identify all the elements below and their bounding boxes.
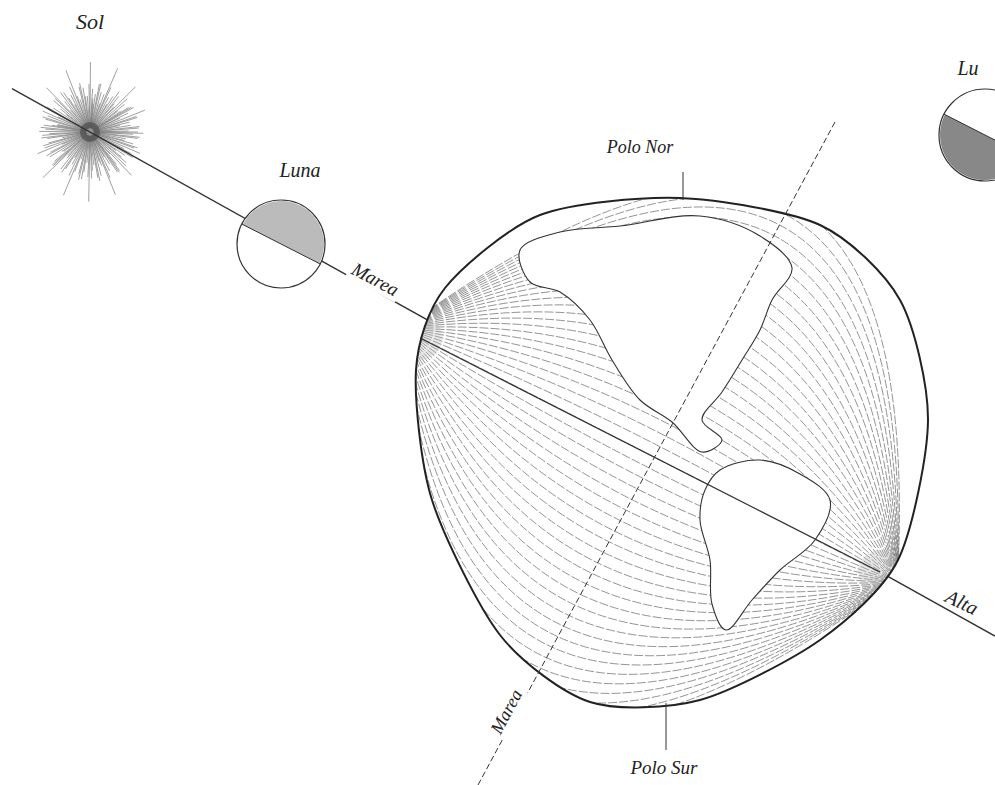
sun-ray (92, 68, 118, 128)
label: Alta (940, 584, 985, 621)
label: Sol (73, 10, 107, 34)
low-tide-axis (478, 122, 835, 785)
label: Lu (954, 57, 981, 79)
sun-ray (93, 107, 131, 130)
sun-rays (38, 62, 145, 202)
moon-shadow (243, 201, 324, 264)
label: Luna (276, 159, 323, 181)
moon-shadow (940, 115, 995, 180)
continent (700, 460, 831, 630)
sun-ray (94, 132, 143, 133)
label: Marea (345, 258, 404, 303)
sun-ray (45, 129, 86, 132)
label: Marea (486, 684, 529, 740)
continent (519, 216, 792, 452)
sun-ray (52, 135, 87, 165)
alignment-line (420, 338, 880, 572)
earth-hatching (401, 187, 900, 722)
sun-ray (93, 135, 132, 175)
sun-ray (43, 111, 87, 130)
moon-full (939, 89, 995, 181)
label: Polo Nor (604, 138, 677, 158)
sun-ray (94, 116, 137, 130)
moon-terminator (242, 224, 320, 264)
moon-disc (237, 200, 325, 288)
sun-ray (93, 96, 119, 128)
moon-terminator (944, 114, 995, 156)
moon-new (237, 200, 325, 288)
pole-tick (683, 172, 684, 200)
sun-ray (91, 136, 100, 181)
earth-ground (416, 198, 928, 708)
sun-ray (55, 98, 87, 129)
sun-ray (89, 136, 90, 202)
sun-ray (88, 84, 90, 128)
sun-ray (94, 127, 139, 132)
earth-outline (416, 198, 928, 708)
label: Polo Sur (627, 758, 700, 779)
sun-ray (66, 135, 88, 169)
moon-disc (939, 89, 995, 181)
pole-tick (666, 703, 667, 750)
sun-ray (79, 87, 89, 129)
